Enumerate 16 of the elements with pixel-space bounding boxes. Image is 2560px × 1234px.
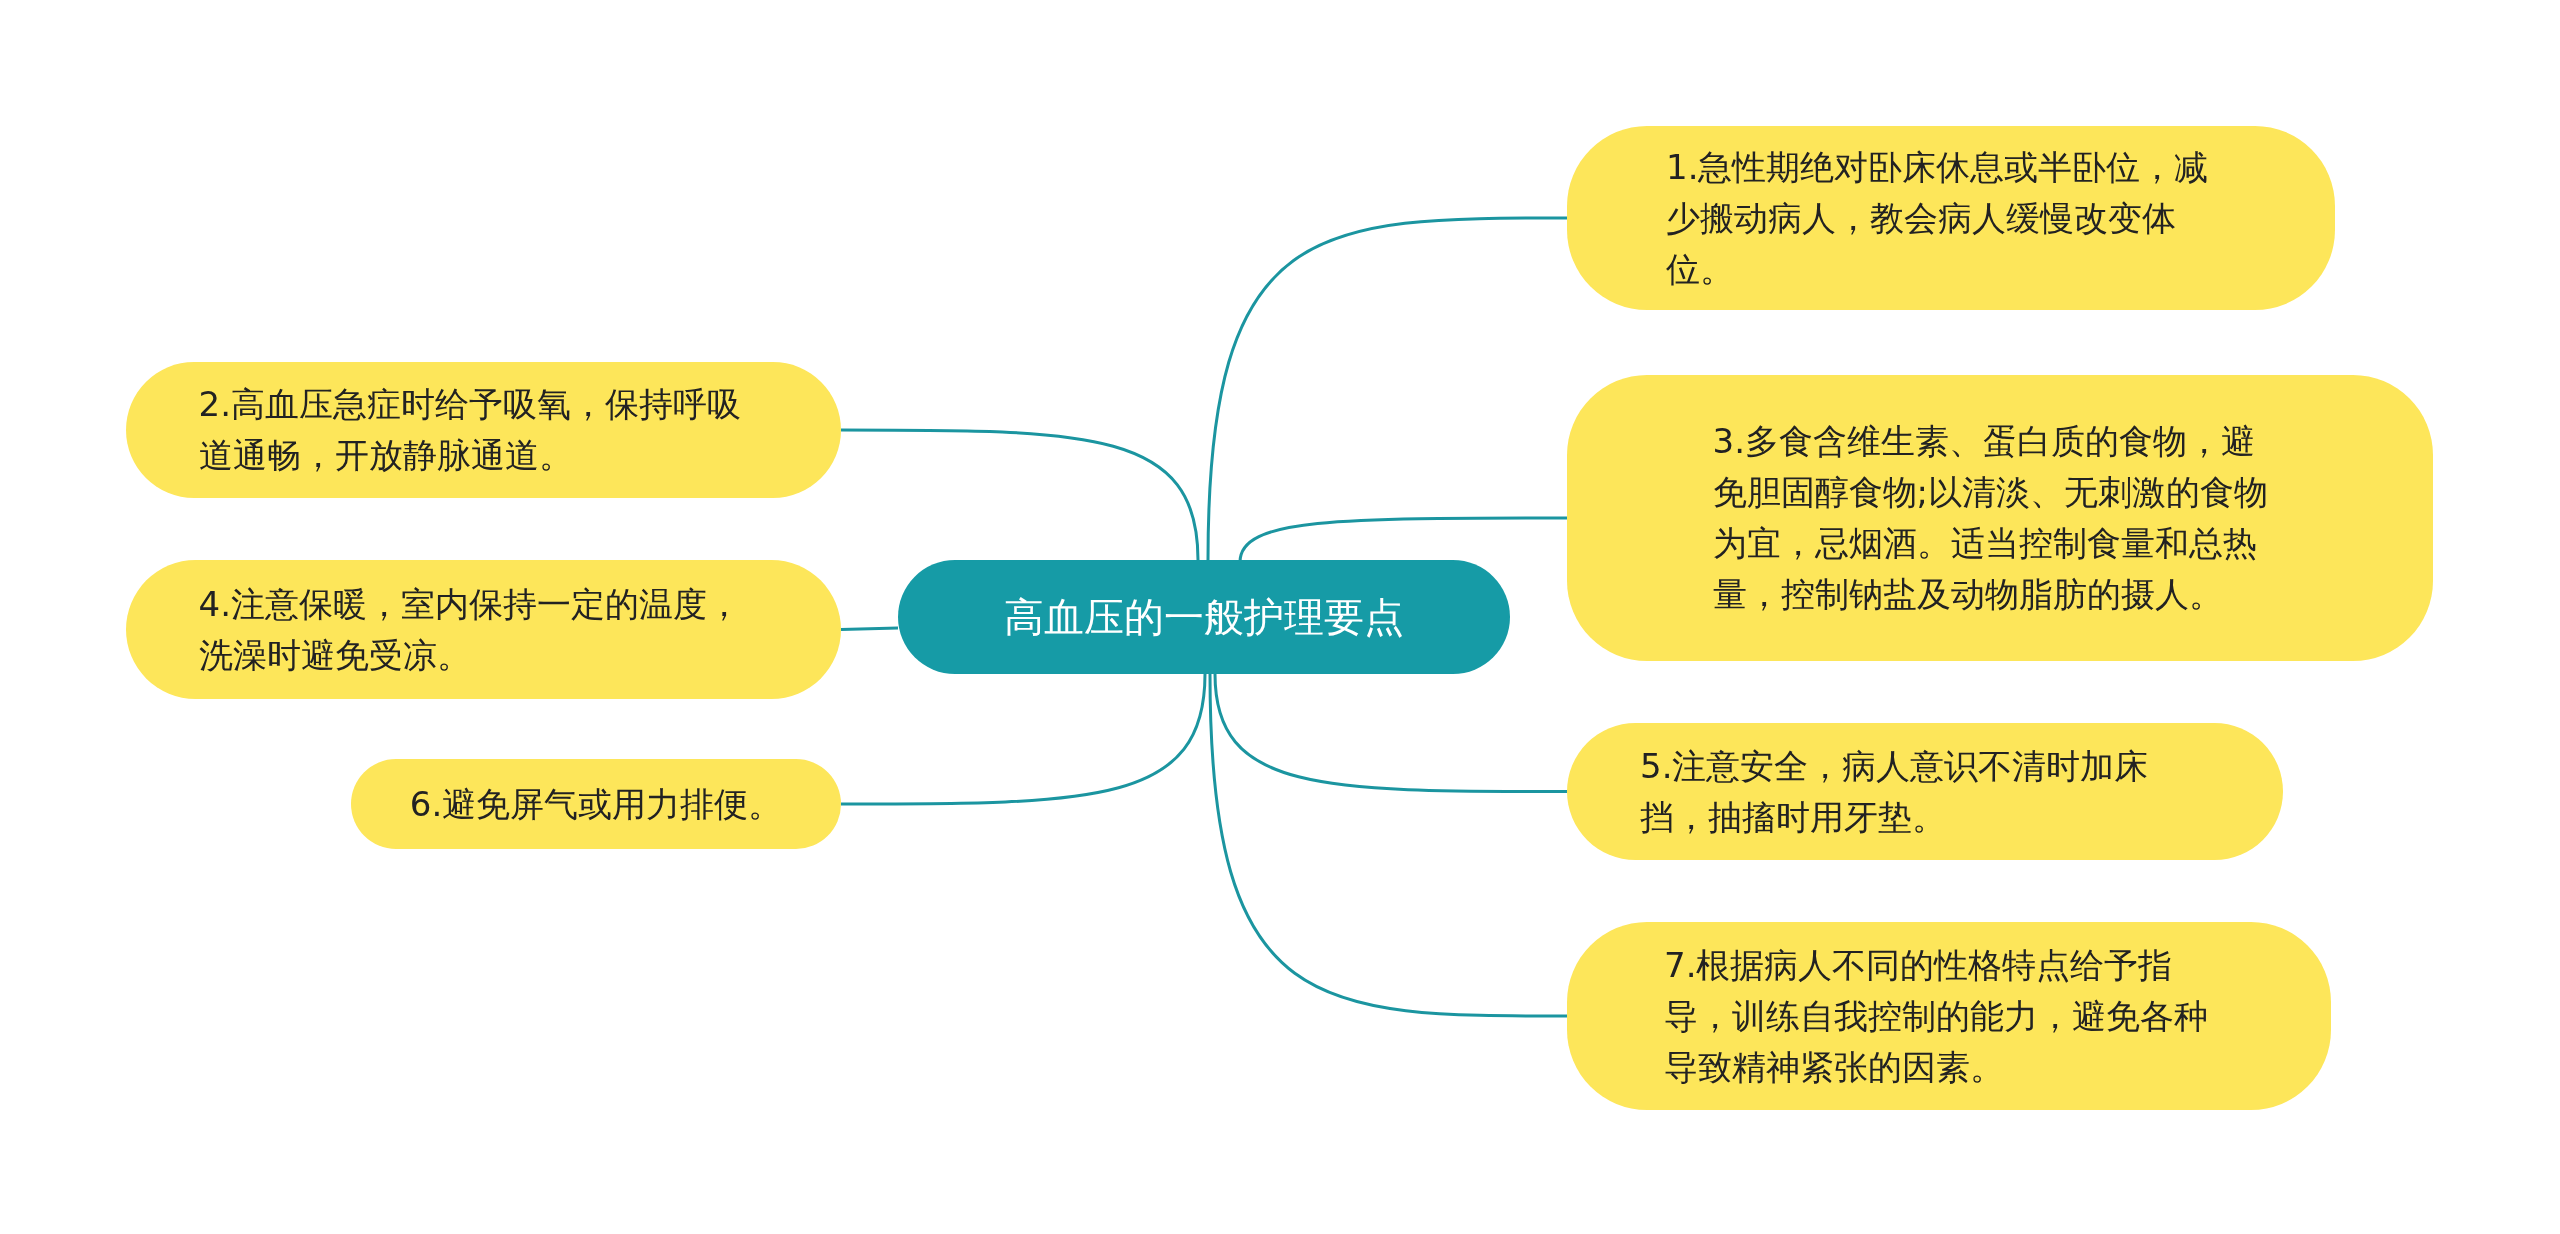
topic-text: 5.注意安全，病人意识不清时加床挡，抽搐时用牙垫。 [1640, 744, 2150, 839]
topic-text: 4.注意保暖，室内保持一定的温度，洗澡时避免受凉。 [198, 582, 742, 677]
connector-curve [1213, 673, 1567, 793]
connector-curve [841, 673, 1207, 806]
connector-curve [1238, 516, 1567, 563]
topic-title: 高血压的一般护理要点 [1004, 592, 1404, 642]
topic-text: 2.高血压急症时给予吸氧，保持呼吸道通畅，开放静脉通道。 [198, 383, 742, 477]
topic-bubble [1567, 375, 2433, 661]
connector-curve [841, 428, 1200, 561]
topic-text: 1.急性期绝对卧床休息或半卧位，减少搬动病人，教会病人缓慢改变体位。 [1666, 145, 2210, 291]
connector-curve [840, 626, 899, 631]
topic-text: 3.多食含维生素、蛋白质的食物，避免胆固醇食物;以清淡、无刺激的食物为宜，忌烟酒。适当控制食量和总热量，控制钠盐及动物脂肪的摄人。 [1712, 420, 2269, 616]
connector-curve [1208, 673, 1567, 1018]
topic-text: 6.避免屏气或用力排便。 [409, 782, 783, 826]
connector-curve [1206, 216, 1567, 561]
topic-text: 7.根据病人不同的性格特点给予指导，训练自我控制的能力，避免各种导致精神紧张的因素。 [1664, 943, 2209, 1089]
